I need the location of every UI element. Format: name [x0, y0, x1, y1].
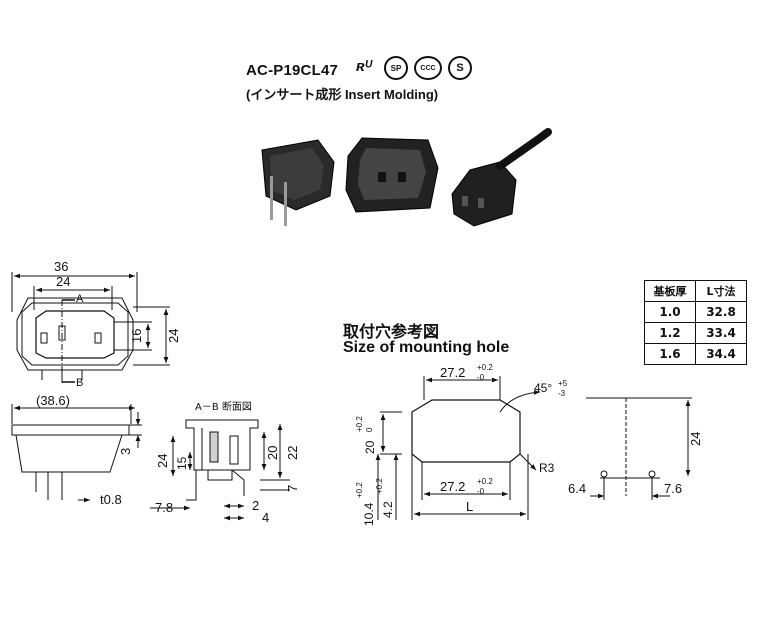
hole-dim-7-6: 7.6 — [664, 481, 682, 496]
section-dim-4: 4 — [262, 510, 269, 525]
hole-tol-top-plus: +0.2 — [477, 363, 493, 372]
hole-tol-bot-minus: -0 — [477, 487, 485, 496]
section-view-label: A－B 断面図 — [195, 402, 252, 413]
section-dim-15: 15 — [175, 456, 189, 470]
table-cell: 32.8 — [695, 301, 747, 323]
hole-tol-top-minus: -0 — [477, 373, 485, 382]
pse-mark-label: S — [456, 62, 464, 74]
table-header-l-dim: L寸法 — [695, 280, 747, 302]
table-cell: 1.6 — [644, 343, 696, 365]
section-dim-7-8: 7.8 — [155, 500, 173, 515]
csa-mark-label: SP — [390, 63, 402, 73]
pse-mark-icon: S — [448, 56, 472, 80]
dim-16: 16 — [129, 329, 144, 343]
section-dim-2: 2 — [252, 498, 259, 513]
product-photo-rear — [261, 139, 335, 226]
dim-36: 36 — [54, 259, 68, 274]
hole-dim-20-tol: +0.2 — [355, 416, 364, 432]
hole-tol-bot-plus: +0.2 — [477, 477, 493, 486]
dim-24: 24 — [56, 274, 70, 289]
section-dim-22: 22 — [285, 446, 300, 460]
ur-mark-icon: ʀᵁ — [350, 56, 378, 76]
dim-t0-8: t0.8 — [100, 492, 122, 507]
process-label: (インサート成形 Insert Molding) — [246, 87, 439, 102]
dim-3: 3 — [118, 448, 133, 455]
mounting-hole-title-en: Size of mounting hole — [343, 339, 510, 356]
ccc-mark-label: CCC — [420, 64, 436, 72]
section-dim-7: 7 — [285, 485, 300, 492]
table-row: 1.0 32.8 — [644, 301, 747, 323]
hole-dim-27-2-bottom: 27.2 — [440, 479, 465, 494]
hole-dim-10-4: 10.4 — [362, 502, 376, 526]
hole-angle-45: 45° — [534, 381, 552, 395]
certification-marks: ʀᵁ SP CCC S — [350, 56, 472, 80]
hole-dim-24: 24 — [688, 432, 703, 446]
section-dim-20: 20 — [265, 446, 280, 460]
model-number: AC-P19CL47 — [246, 62, 339, 79]
hole-dim-l: L — [466, 499, 473, 514]
mounting-hole-view — [375, 376, 692, 520]
mounting-hole-title-jp: 取付穴参考図 — [343, 322, 440, 341]
table-header-thickness: 基板厚 — [644, 280, 696, 302]
hole-dim-10-4-tol: +0.2 — [355, 482, 364, 498]
section-dim-24: 24 — [155, 454, 170, 468]
side-view — [11, 404, 142, 503]
board-thickness-table: 基板厚 L寸法 1.0 32.8 1.2 33.4 1.6 34.4 — [644, 280, 747, 365]
table-row: 1.6 34.4 — [644, 343, 747, 365]
section-view — [150, 419, 290, 521]
front-view — [11, 272, 170, 385]
dim-24-vertical: 24 — [166, 329, 181, 343]
csa-mark-icon: SP — [384, 56, 408, 80]
hole-dim-20: 20 — [363, 440, 377, 454]
hole-radius-r3: R3 — [539, 461, 555, 475]
ccc-mark-icon: CCC — [414, 56, 442, 80]
hole-dim-20-tol-zero: 0 — [365, 427, 374, 432]
product-photo-plug — [451, 128, 552, 227]
hole-dim-27-2-top: 27.2 — [440, 365, 465, 380]
section-mark-a: A — [76, 293, 84, 305]
hole-dim-6-4: 6.4 — [568, 481, 586, 496]
hole-dim-4-2: 4.2 — [381, 501, 395, 518]
hole-angle-tol-plus: +5 — [558, 379, 568, 388]
table-cell: 34.4 — [695, 343, 747, 365]
section-mark-b: B — [76, 377, 83, 389]
hole-angle-tol-minus: -3 — [558, 389, 566, 398]
dim-38-6: (38.6) — [36, 393, 70, 408]
ur-mark-label: ʀᵁ — [355, 57, 373, 75]
hole-dim-4-2-tol: +0.2 — [375, 478, 384, 494]
table-cell: 1.0 — [644, 301, 696, 323]
product-photo-front — [345, 137, 439, 213]
